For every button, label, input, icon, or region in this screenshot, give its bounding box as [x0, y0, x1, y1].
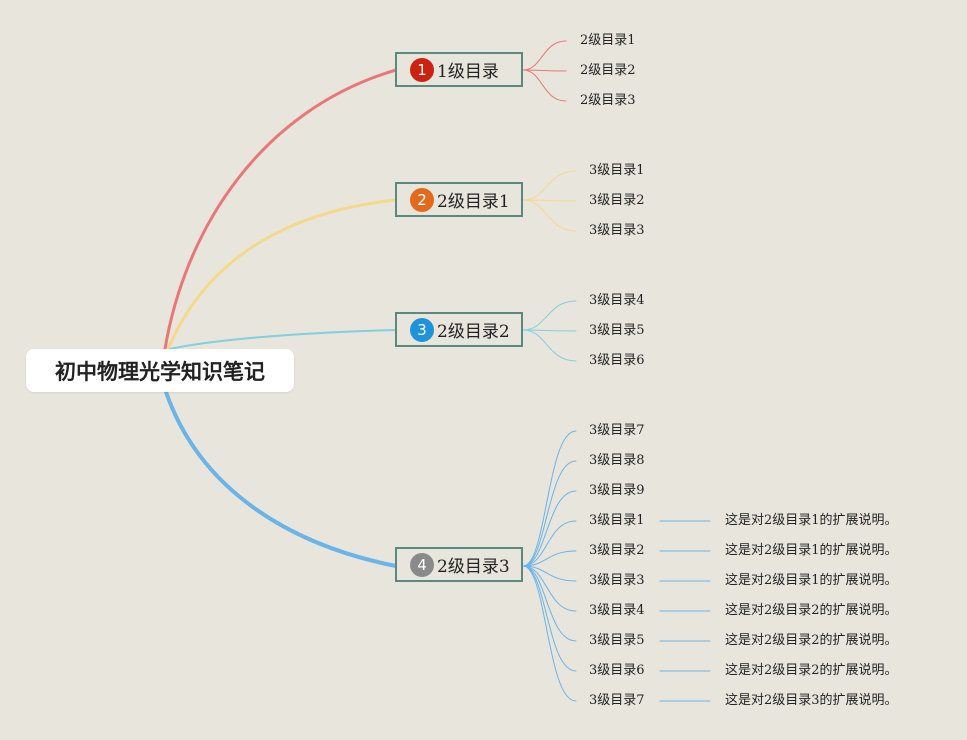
branch-2-leaf-connector-1	[522, 170, 577, 201]
branch-topic-2[interactable]: 2 2级目录1	[395, 182, 523, 217]
branch-topic-3-label: 2级目录2	[437, 322, 510, 342]
subtopic[interactable]: 3级目录4	[589, 293, 645, 308]
priority-1-icon: 1	[410, 57, 434, 82]
subtopic[interactable]: 3级目录7	[589, 423, 645, 438]
subtopic[interactable]: 3级目录6	[589, 663, 645, 678]
subtopic[interactable]: 3级目录7	[589, 693, 645, 708]
branch-1-leaf-connector-3	[522, 69, 567, 102]
branch-topic-1[interactable]: 1 1级目录	[395, 52, 523, 87]
expansion-note[interactable]: 这是对2级目录2的扩展说明。	[725, 663, 898, 678]
subtopic[interactable]: 3级目录2	[589, 543, 645, 558]
subtopic[interactable]: 3级目录1	[589, 513, 645, 528]
branch-3-leaf-connector-3	[522, 329, 577, 362]
subtopic[interactable]: 2级目录3	[580, 93, 636, 108]
branch-2-leaf-connector-3	[522, 199, 577, 232]
subtopic[interactable]: 2级目录1	[580, 33, 636, 48]
branch-4-leaf-connector-6	[522, 565, 577, 582]
subtopic[interactable]: 3级目录3	[589, 573, 645, 588]
branch-1-leaf-connector-2	[522, 69, 567, 72]
branch-3-leaf-connector-1	[522, 300, 577, 331]
subtopic[interactable]: 3级目录9	[589, 483, 645, 498]
subtopic[interactable]: 3级目录4	[589, 603, 645, 618]
branch-3-leaf-connector-2	[522, 329, 577, 332]
subtopic[interactable]: 3级目录3	[589, 223, 645, 238]
expansion-note[interactable]: 这是对2级目录1的扩展说明。	[725, 513, 898, 528]
branch-2-connector	[166, 198, 398, 351]
branch-topic-4-label: 2级目录3	[437, 557, 510, 577]
priority-2-icon: 2	[410, 187, 434, 212]
branch-topic-2-label: 2级目录1	[437, 192, 510, 212]
branch-4-leaf-connector-8	[522, 565, 577, 642]
branch-4-leaf-connector-3	[522, 490, 577, 567]
branch-1-connector	[163, 68, 398, 351]
expansion-note[interactable]: 这是对2级目录1的扩展说明。	[725, 573, 898, 588]
branch-4-leaf-connector-10	[522, 565, 577, 702]
subtopic[interactable]: 3级目录8	[589, 453, 645, 468]
branch-topic-4[interactable]: 4 2级目录3	[395, 547, 523, 582]
branch-topic-3[interactable]: 3 2级目录2	[395, 312, 523, 347]
branch-topic-1-label: 1级目录	[437, 62, 499, 82]
subtopic[interactable]: 3级目录2	[589, 193, 645, 208]
branch-4-leaf-connector-1	[522, 430, 577, 567]
priority-4-icon: 4	[410, 552, 434, 577]
subtopic[interactable]: 3级目录5	[589, 633, 645, 648]
branch-1-leaf-connector-1	[522, 40, 567, 71]
subtopic[interactable]: 3级目录6	[589, 353, 645, 368]
root-topic[interactable]: 初中物理光学知识笔记	[26, 349, 294, 392]
expansion-note[interactable]: 这是对2级目录1的扩展说明。	[725, 543, 898, 558]
branch-4-leaf-connector-2	[522, 460, 577, 567]
branch-4-leaf-connector-4	[522, 520, 577, 567]
expansion-note[interactable]: 这是对2级目录2的扩展说明。	[725, 633, 898, 648]
branch-3-connector	[169, 329, 397, 350]
subtopic[interactable]: 3级目录5	[589, 323, 645, 338]
root-topic-label: 初中物理光学知识笔记	[55, 359, 265, 384]
expansion-note[interactable]: 这是对2级目录2的扩展说明。	[725, 603, 898, 618]
branch-4-leaf-connector-9	[522, 565, 577, 672]
expansion-note[interactable]: 这是对2级目录3的扩展说明。	[725, 693, 898, 708]
subtopic[interactable]: 3级目录1	[589, 163, 645, 178]
subtopic[interactable]: 2级目录2	[580, 63, 636, 78]
branch-4-leaf-connector-7	[522, 565, 577, 612]
branch-2-leaf-connector-2	[522, 199, 577, 202]
branch-4-leaf-connector-5	[522, 550, 577, 567]
branch-4-connector	[164, 390, 398, 568]
priority-3-icon: 3	[410, 317, 434, 342]
